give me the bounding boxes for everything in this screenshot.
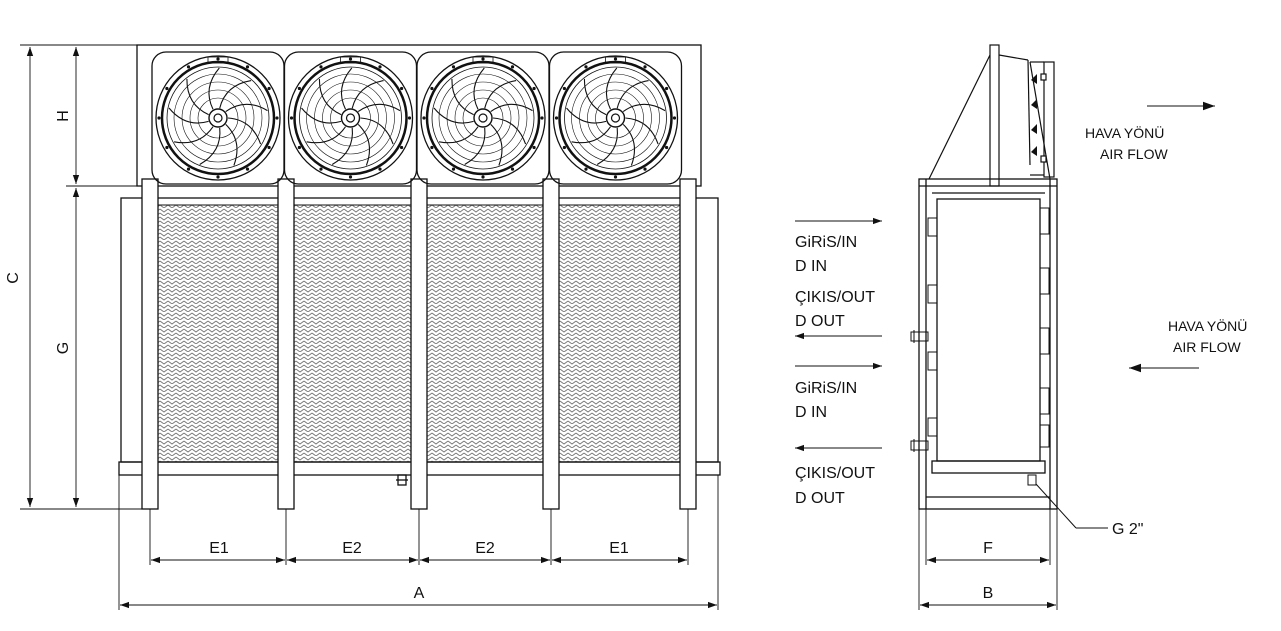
support-post	[410, 178, 428, 510]
port-label: GiRiS/IN	[795, 380, 857, 397]
front-dimensions	[20, 44, 719, 610]
dim-label-e2-left: E2	[342, 540, 362, 557]
dim-label-h: H	[55, 110, 72, 122]
port-arrows	[795, 101, 1215, 452]
drain-fitting	[396, 474, 408, 486]
side-frame	[918, 178, 1058, 510]
support-post	[277, 178, 295, 510]
fan-unit	[416, 51, 550, 185]
airflow-label-right: HAVA YÖNÜ	[1168, 317, 1247, 334]
side-tube-stubs	[927, 207, 1050, 448]
fan-unit	[283, 51, 418, 185]
dim-label-g: G	[55, 342, 72, 354]
side-dimensions	[918, 509, 1058, 610]
dim-label-a: A	[414, 585, 425, 602]
side-view	[910, 44, 1108, 529]
port-label: D OUT	[795, 313, 845, 330]
dim-label-e2-right: E2	[475, 540, 495, 557]
connection-label: G 2"	[1112, 521, 1143, 538]
dim-label-f: F	[983, 540, 993, 557]
side-labels: GiRiS/IN D IN ÇIKIS/OUT D OUT GiRiS/IN D…	[795, 234, 1143, 602]
dim-label-c: C	[5, 272, 22, 284]
port-label: GiRiS/IN	[795, 234, 857, 251]
dim-label-e1-left: E1	[209, 540, 229, 557]
support-post	[141, 178, 159, 510]
support-post	[679, 178, 697, 510]
port-label: D OUT	[795, 490, 845, 507]
airflow-labels: HAVA YÖNÜ AIR FLOW HAVA YÖNÜ AIR FLOW	[1085, 124, 1247, 355]
port-label: ÇIKIS/OUT	[795, 289, 875, 306]
side-fan-plenum	[928, 44, 1055, 187]
fan-blades	[168, 67, 268, 166]
side-pipe-connections	[910, 330, 1037, 486]
airflow-label-right: AIR FLOW	[1173, 339, 1241, 355]
front-dimension-labels: C H G E1 E2 E2 E1 A	[5, 110, 629, 602]
airflow-label-top: HAVA YÖNÜ	[1085, 124, 1164, 141]
fan-unit	[151, 51, 285, 185]
port-label: D IN	[795, 404, 827, 421]
airflow-label-top: AIR FLOW	[1100, 146, 1168, 162]
side-coil	[936, 198, 1041, 462]
dim-label-e1-right: E1	[609, 540, 629, 557]
port-label: D IN	[795, 258, 827, 275]
support-post	[542, 178, 560, 510]
fan-blades	[566, 67, 666, 166]
connection-leader	[1035, 483, 1077, 529]
fan-blades	[301, 67, 401, 166]
front-view	[118, 44, 721, 510]
port-label: ÇIKIS/OUT	[795, 465, 875, 482]
dim-label-b: B	[983, 585, 994, 602]
fan-blades	[433, 67, 533, 166]
fan-unit	[548, 51, 683, 185]
